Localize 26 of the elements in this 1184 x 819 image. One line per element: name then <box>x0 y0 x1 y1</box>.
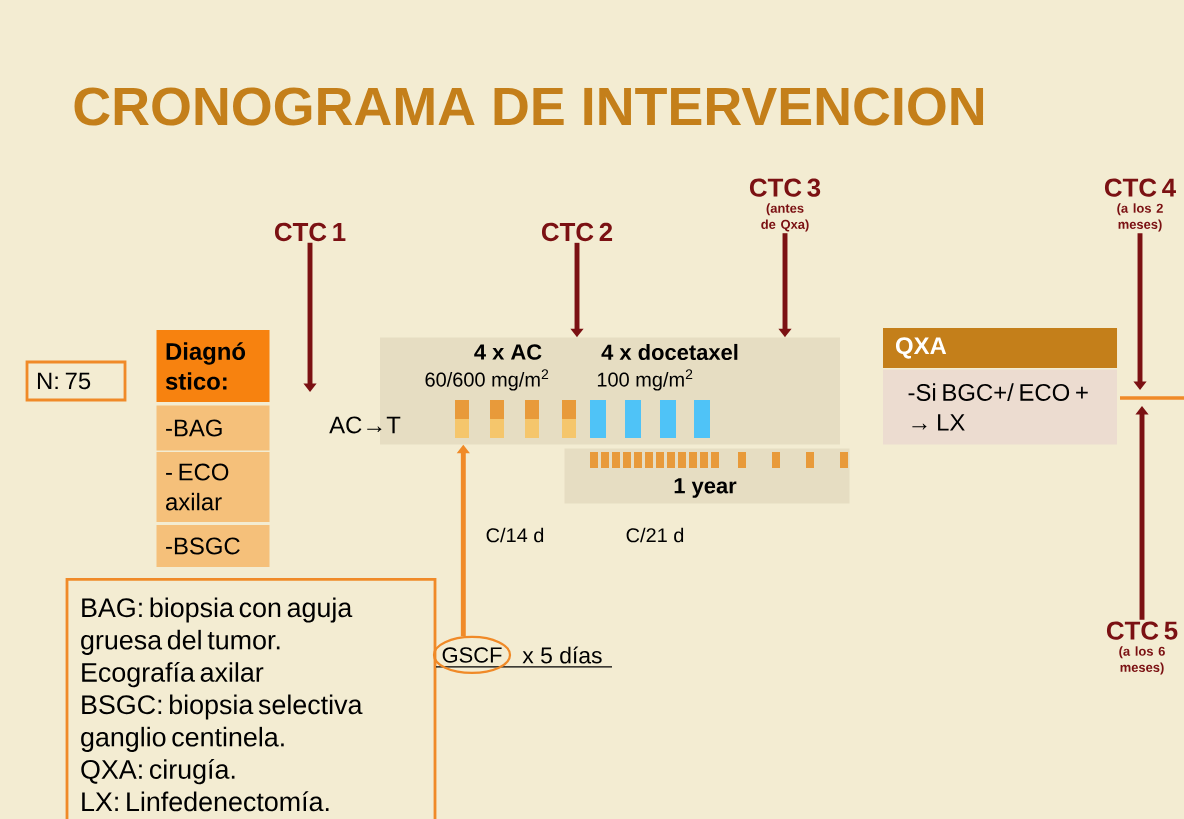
dose-label: 60/600 mg/m$^{2}$ <box>425 369 549 391</box>
sample-label: CTC 3 (antes de Qxa) <box>749 178 821 232</box>
sample-label: CTC 2 <box>541 222 613 242</box>
table-cell: - ECO axilar <box>156 452 270 522</box>
count-box: N: 75 <box>25 360 127 402</box>
sample-label: CTC 5 (a los 6 meses) <box>1106 621 1178 675</box>
therapy-label: AC→T <box>329 416 401 434</box>
dose-label: 1 year <box>674 478 737 498</box>
sample-label: CTC 4 (a los 2 meses) <box>1104 178 1176 232</box>
dose-label: 4 x AC <box>474 344 542 360</box>
cycle-label: C/21 d <box>626 527 684 543</box>
note-box: BAG: biopsia con aguja gruesa del tumor. Ecografía axilar BSGC: biopsia selectiva ganglio centinela. QXA: cirugía. LX: Linfedenectomía. <box>65 578 437 819</box>
header-cell: QXA <box>883 328 1117 368</box>
header-cell: Diagnó stico: <box>156 330 270 402</box>
sample-label: CTC 1 <box>274 222 346 242</box>
table-cell: -BSGC <box>156 525 270 567</box>
schedule-band <box>564 448 850 504</box>
node-label: -BAG <box>166 419 222 437</box>
table-cell: -BAG <box>156 405 270 451</box>
table-cell: -Si BGC+/ ECO + → LX <box>883 369 1117 445</box>
dose-label: 4 x docetaxel <box>601 343 738 361</box>
dose-label: x 5 días <box>522 646 602 664</box>
dose-label: 100 mg/m$^{2}$ <box>597 369 693 391</box>
cycle-label: C/14 d <box>486 527 544 543</box>
title: CRONOGRAMA DE INTERVENCION <box>74 87 984 126</box>
node-label: - ECO axilar <box>166 463 229 511</box>
